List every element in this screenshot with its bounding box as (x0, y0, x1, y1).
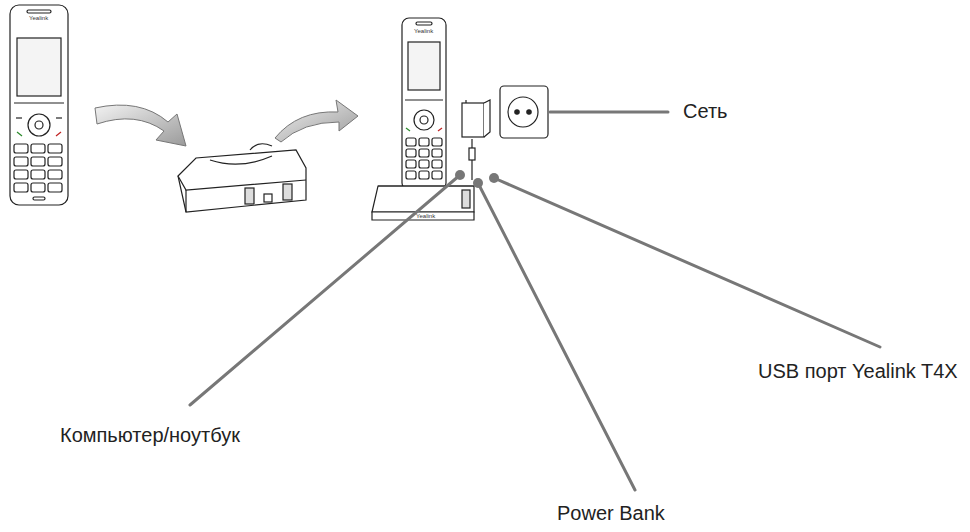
keypad-key (406, 138, 416, 146)
keypad-key (419, 160, 429, 168)
keypad-key (31, 183, 45, 192)
leader-line (190, 112, 880, 490)
keypad-key (432, 171, 442, 179)
keypad-key (432, 149, 442, 157)
keypad-key (432, 138, 442, 146)
keypad-key (31, 144, 45, 153)
keypad-key (14, 157, 28, 166)
keypad-key (419, 171, 429, 179)
keypad-key (419, 138, 429, 146)
charging-cradle (178, 144, 306, 212)
keypad-key (432, 160, 442, 168)
keypad-key (406, 149, 416, 157)
keypad-key (14, 144, 28, 153)
power-adapter (462, 100, 490, 180)
brand-mark: Yealink (29, 15, 48, 21)
keypad-key (48, 144, 62, 153)
outlet-label: Сеть (683, 100, 727, 122)
usb-port-label: USB порт Yealink T4X (758, 360, 958, 382)
keypad-key (419, 149, 429, 157)
process-arrow (275, 100, 358, 142)
handset (10, 5, 68, 205)
process-arrow (95, 105, 186, 146)
keypad-key (31, 170, 45, 179)
keypad-key (48, 170, 62, 179)
brand-mark: Yealink (416, 213, 435, 219)
brand-mark: Yealink (414, 28, 433, 34)
keypad-key (406, 160, 416, 168)
wall-socket (500, 86, 548, 138)
keypad-key (48, 157, 62, 166)
keypad-key (14, 183, 28, 192)
power-bank-label: Power Bank (557, 502, 665, 524)
keypad-key (14, 170, 28, 179)
handset-in-cradle (372, 18, 474, 220)
keypad-key (48, 183, 62, 192)
computer-label: Компьютер/ноутбук (60, 424, 240, 446)
keypad-key (406, 171, 416, 179)
keypad-key (31, 157, 45, 166)
